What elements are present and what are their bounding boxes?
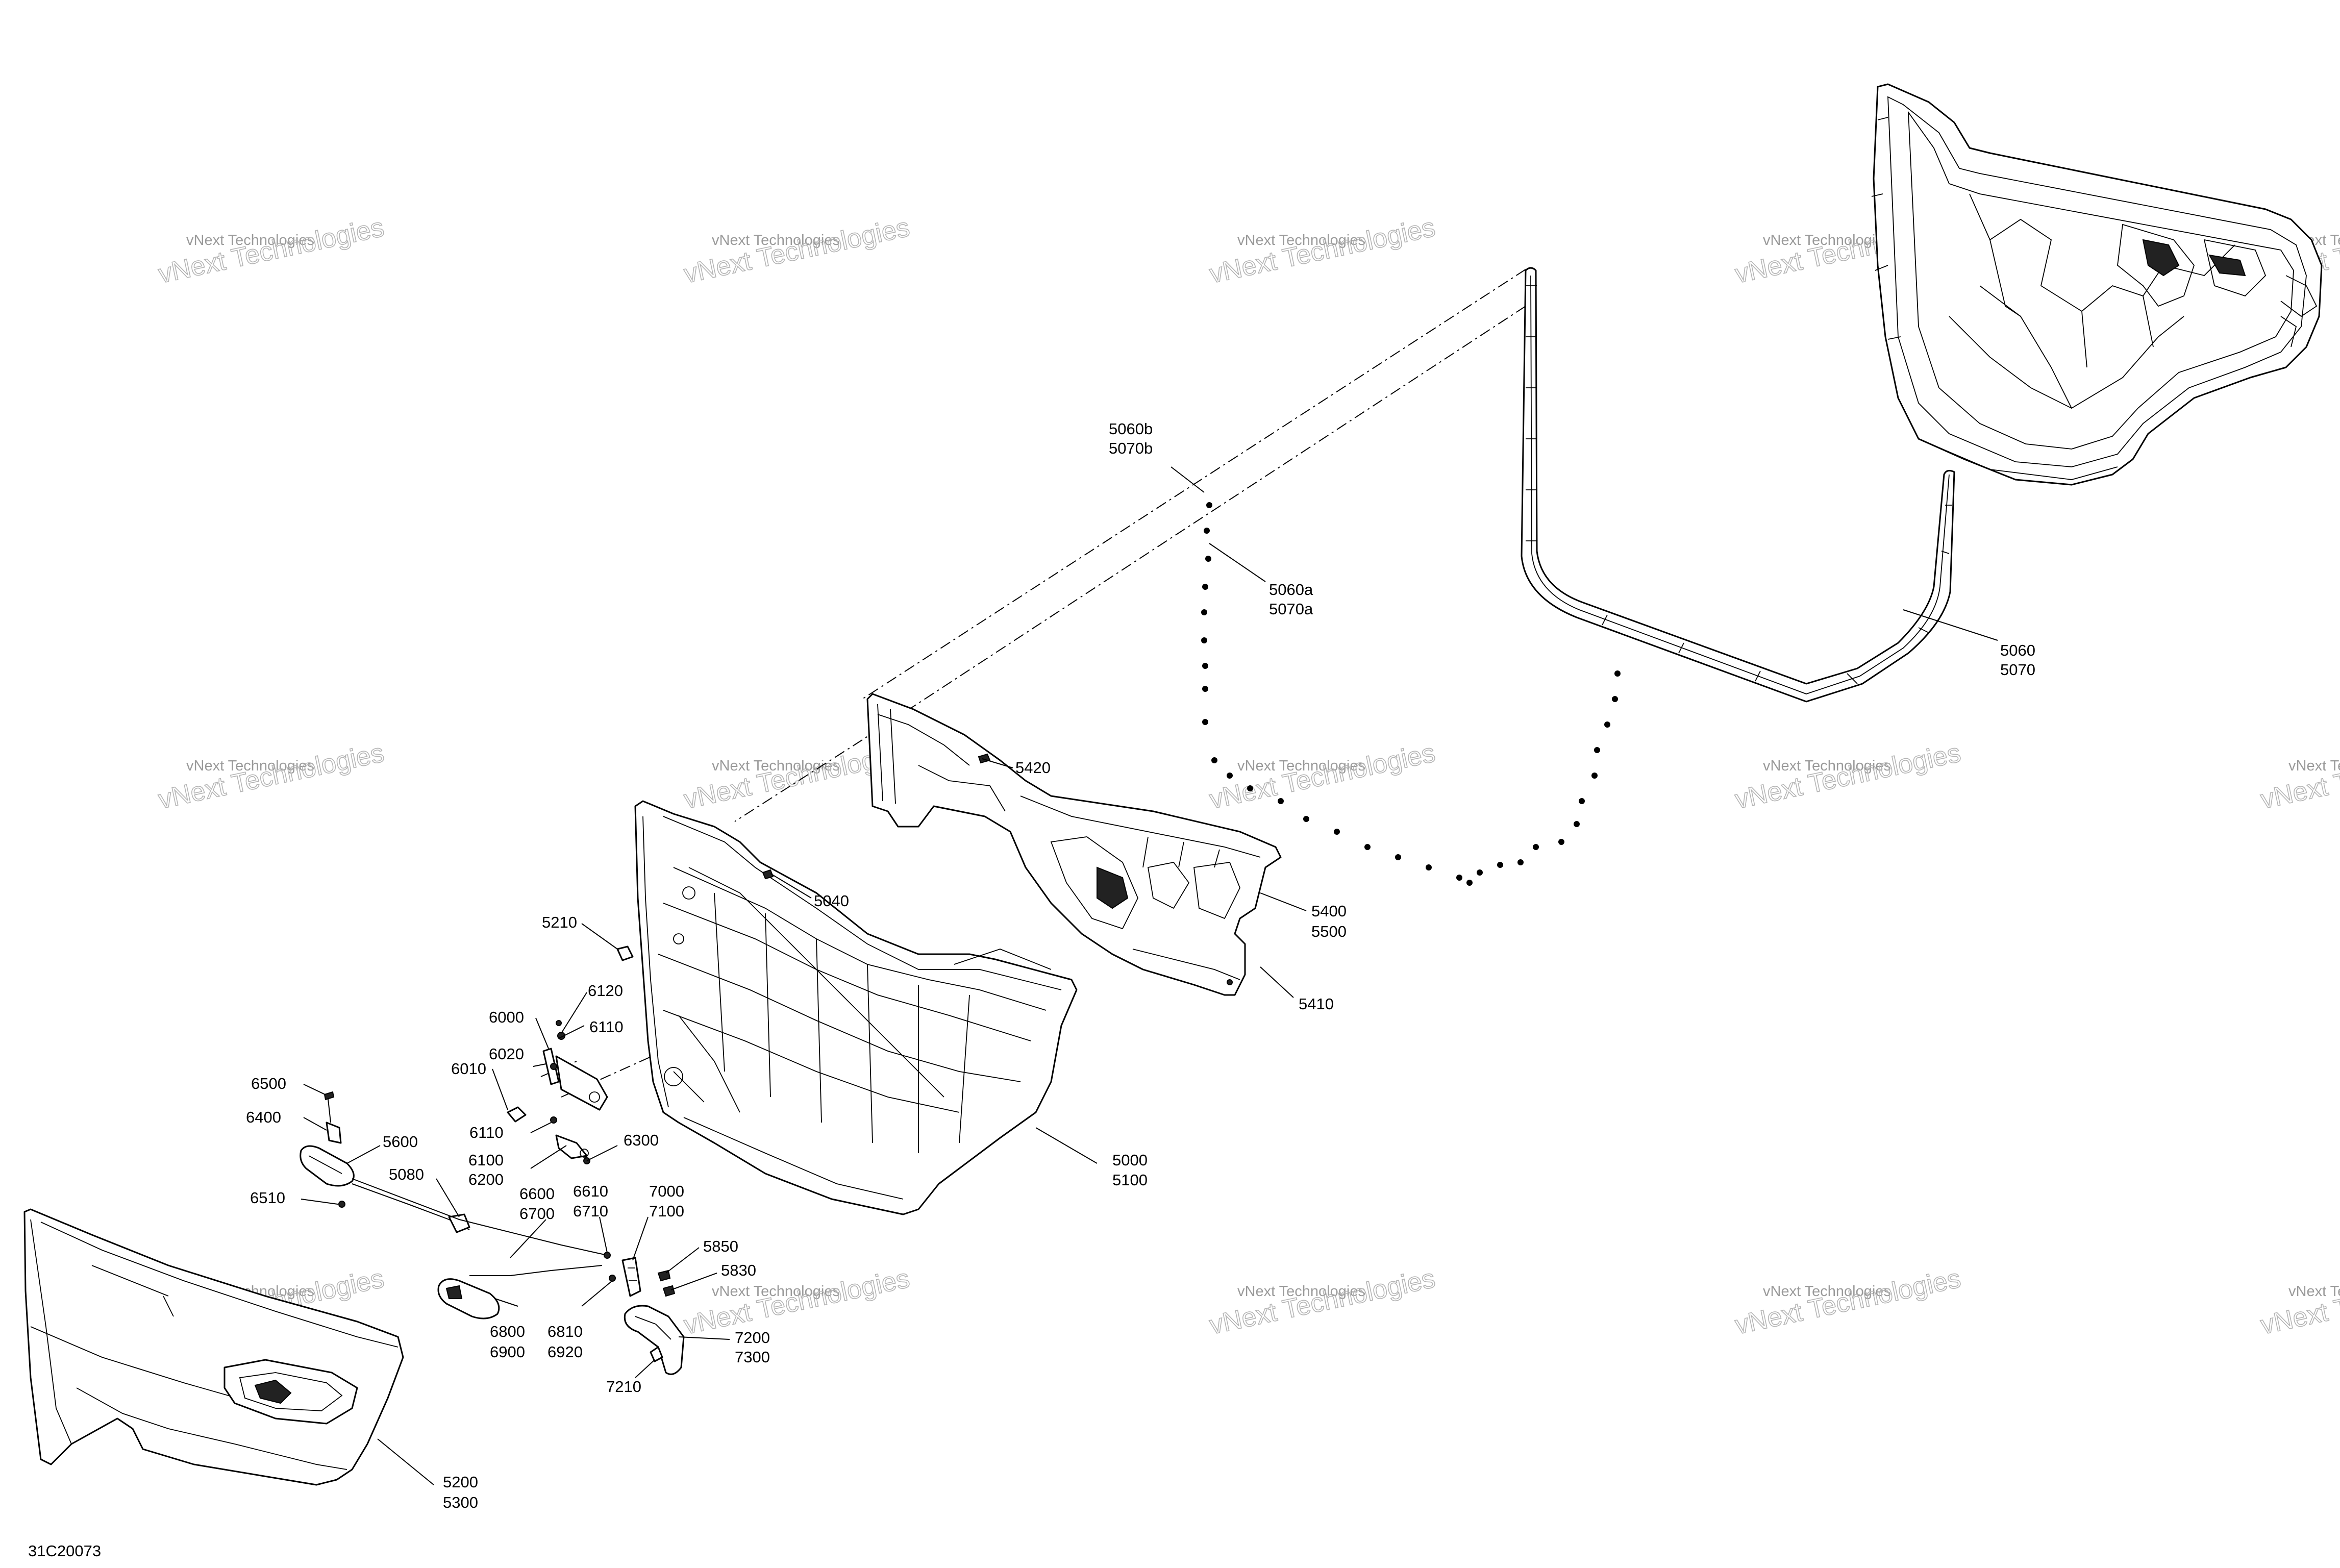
watermark: vNext Technologies vNext Technologies (2258, 1263, 2340, 1341)
callout-6120: 6120 (588, 982, 623, 1000)
diagram-id: 31C20073 (28, 1542, 101, 1560)
watermark: vNext Technologies vNext Technologies (2258, 738, 2340, 815)
callout-labels: 5060b 5070b 5060a 5070a 5060 5070 5420 5… (28, 420, 2035, 1560)
watermark: vNext Technologies vNext Technologies (1732, 738, 1964, 815)
callout-5850: 5850 (703, 1237, 738, 1255)
callout-5410: 5410 (1299, 995, 1334, 1013)
watermark: vNext Technologies vNext Technologies (681, 1263, 913, 1341)
svg-text:vNext Technologies: vNext Technologies (712, 1283, 840, 1300)
callout-6100: 6100 (468, 1151, 504, 1169)
svg-text:vNext Technologies: vNext Technologies (681, 1263, 912, 1340)
hardware-parts (300, 753, 1233, 1375)
svg-text:vNext Technologies: vNext Technologies (1763, 758, 1891, 774)
callout-5210: 5210 (542, 913, 577, 931)
svg-text:vNext Technologies: vNext Technologies (1732, 1263, 1963, 1340)
svg-text:vNext Technologies: vNext Technologies (186, 232, 314, 248)
svg-text:vNext Technologies: vNext Technologies (712, 232, 840, 248)
callout-6500: 6500 (251, 1075, 286, 1092)
svg-text:vNext Technologies: vNext Technologies (1732, 738, 1963, 814)
callout-6010: 6010 (451, 1060, 486, 1078)
callout-7210: 7210 (606, 1378, 641, 1396)
callout-6700: 6700 (519, 1205, 555, 1223)
callout-5400: 5400 (1311, 902, 1347, 920)
svg-text:vNext Technologies: vNext Technologies (2258, 1263, 2340, 1340)
watermark: vNext Technologies vNext Technologies (1207, 1263, 1438, 1341)
callout-6610: 6610 (573, 1182, 608, 1200)
callout-7300: 7300 (735, 1348, 770, 1366)
door-assembly-complete (1871, 83, 2323, 486)
svg-text:vNext Technologies: vNext Technologies (1763, 1283, 1891, 1300)
svg-text:vNext Technologies: vNext Technologies (1763, 232, 1891, 248)
callout-6600: 6600 (519, 1185, 555, 1203)
callout-5300: 5300 (443, 1494, 478, 1511)
svg-text:vNext Technologies: vNext Technologies (2258, 738, 2340, 814)
watermark: vNext Technologies vNext Technologies (681, 212, 913, 290)
callout-5000: 5000 (1112, 1151, 1148, 1169)
svg-text:vNext Technologies: vNext Technologies (1237, 232, 1365, 248)
watermark: vNext Technologies vNext Technologies (1732, 1263, 1964, 1341)
callout-6200: 6200 (468, 1171, 504, 1188)
fastener-clips (1201, 502, 1621, 886)
outer-door-panel (23, 1208, 404, 1486)
watermark: vNext Technologies vNext Technologies (156, 212, 387, 290)
callout-5100: 5100 (1112, 1171, 1148, 1189)
callout-6020: 6020 (489, 1045, 524, 1063)
watermark: vNext Technologies vNext Technologies (1207, 212, 1438, 290)
callout-5600: 5600 (383, 1133, 418, 1151)
callout-6300: 6300 (624, 1131, 659, 1149)
callout-6110-lower: 6110 (469, 1124, 504, 1141)
callout-5060b: 5060b (1109, 420, 1153, 438)
callout-6110-upper: 6110 (589, 1018, 624, 1036)
callout-5060a: 5060a (1269, 581, 1313, 599)
callout-5420: 5420 (1015, 759, 1051, 777)
svg-text:vNext Technologies: vNext Technologies (712, 758, 840, 774)
callout-6000: 6000 (489, 1008, 524, 1026)
callout-6510: 6510 (250, 1189, 285, 1207)
callout-5040: 5040 (814, 892, 849, 910)
callout-6900: 6900 (490, 1343, 525, 1361)
svg-text:vNext Technologies: vNext Technologies (156, 738, 386, 814)
svg-text:vNext Technologies: vNext Technologies (1207, 1263, 1437, 1340)
svg-text:vNext Technologies: vNext Technologies (1207, 738, 1437, 814)
callout-5830: 5830 (721, 1261, 756, 1279)
callout-7200: 7200 (735, 1329, 770, 1347)
callout-6810: 6810 (547, 1323, 583, 1340)
callout-5080: 5080 (389, 1165, 424, 1183)
leader-lines (301, 466, 1998, 1485)
svg-text:vNext Technologies: vNext Technologies (681, 212, 912, 289)
callout-5060: 5060 (2000, 641, 2035, 659)
callout-5500: 5500 (1311, 923, 1347, 940)
svg-text:vNext Technologies: vNext Technologies (2288, 1283, 2340, 1300)
callout-5200: 5200 (443, 1473, 478, 1491)
svg-text:vNext Technologies: vNext Technologies (2288, 758, 2340, 774)
callout-6710: 6710 (573, 1202, 608, 1220)
door-frame (634, 800, 1078, 1215)
callout-5070a: 5070a (1269, 600, 1313, 618)
callout-5070b: 5070b (1109, 439, 1153, 457)
svg-text:vNext Technologies: vNext Technologies (1237, 758, 1365, 774)
svg-text:vNext Technologies: vNext Technologies (1207, 212, 1437, 289)
callout-7000: 7000 (649, 1182, 684, 1200)
callout-6400: 6400 (246, 1108, 281, 1126)
callout-7100: 7100 (649, 1202, 684, 1220)
door-seal (1521, 267, 1955, 703)
svg-text:vNext Technologies: vNext Technologies (156, 212, 386, 289)
svg-text:vNext Technologies: vNext Technologies (1237, 1283, 1365, 1300)
watermark: vNext Technologies vNext Technologies (1207, 738, 1438, 815)
watermark: vNext Technologies vNext Technologies (156, 738, 387, 815)
svg-text:vNext Technologies: vNext Technologies (186, 758, 314, 774)
callout-6920: 6920 (547, 1343, 583, 1361)
inner-door-panel (866, 693, 1282, 996)
callout-6800: 6800 (490, 1323, 525, 1340)
callout-5070: 5070 (2000, 661, 2035, 679)
